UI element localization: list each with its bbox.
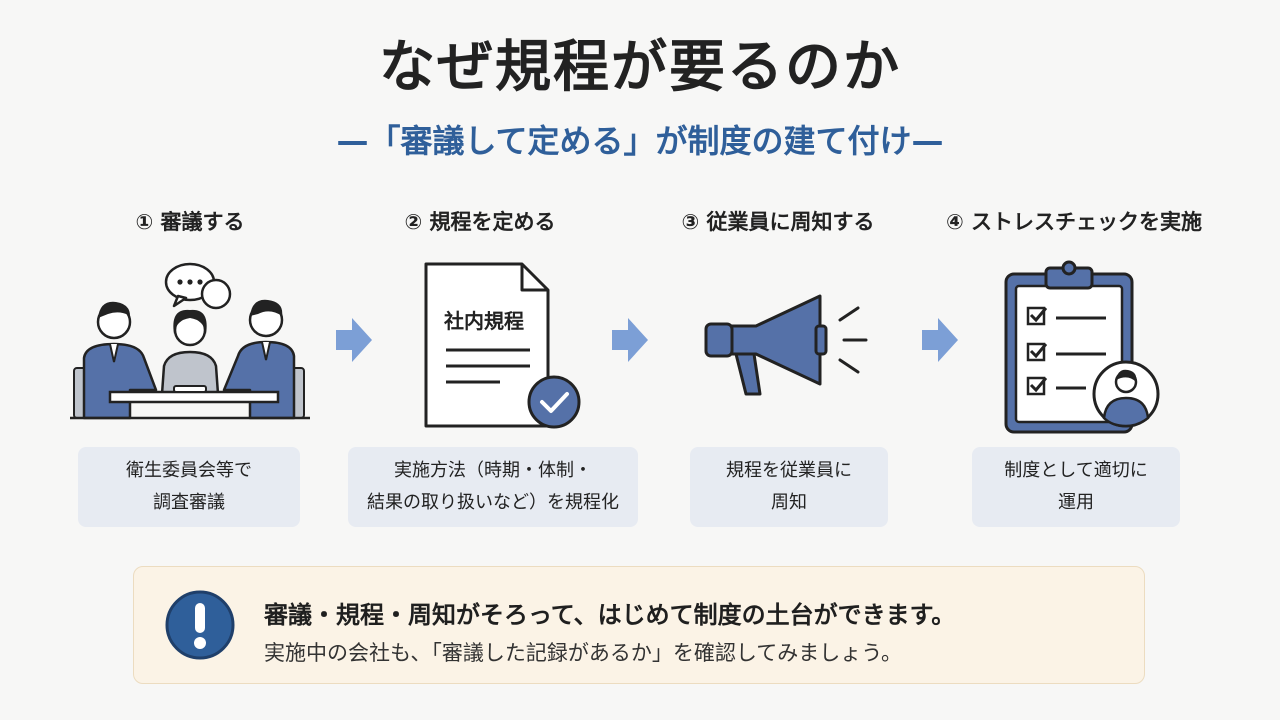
step-4-desc-line-1: 制度として適切に: [1004, 460, 1148, 481]
note-box: 審議・規程・周知がそろって、はじめて制度の土台ができます。 実施中の会社も、「審…: [133, 566, 1145, 684]
step-1-description: 衛生委員会等で 調査審議: [78, 447, 300, 527]
document-illustration: 社内規程: [424, 262, 581, 429]
note-sub-text: 実施中の会社も、「審議した記録があるか」を確認してみましょう。: [264, 641, 902, 665]
step-3-desc-line-1: 規程を従業員に: [726, 460, 852, 481]
step-2-desc-line-2: 結果の取り扱いなど）を規程化: [367, 492, 619, 513]
note-main-text: 審議・規程・周知がそろって、はじめて制度の土台ができます。: [264, 601, 956, 629]
person-avatar-icon: [1092, 360, 1160, 428]
step-2-label: ② 規程を定める: [404, 210, 556, 234]
page-title: なぜ規程が要るのか: [379, 35, 901, 100]
arrow-right-icon: [612, 318, 648, 362]
arrow-right-icon: [336, 318, 372, 362]
page-subtitle: —「審議して定める」が制度の建て付け—: [336, 122, 944, 160]
step-1-desc-line-2: 調査審議: [153, 492, 225, 513]
meeting-illustration: [70, 262, 310, 420]
step-3-label: ③ 従業員に周知する: [681, 210, 875, 234]
step-3-description: 規程を従業員に 周知: [690, 447, 888, 527]
step-3-desc-line-2: 周知: [771, 492, 807, 513]
document-title: 社内規程: [443, 309, 524, 333]
step-4-description: 制度として適切に 運用: [972, 447, 1180, 527]
step-2-desc-line-1: 実施方法（時期・体制・: [394, 460, 592, 481]
step-4-desc-line-2: 運用: [1058, 492, 1094, 513]
step-4-label: ④ ストレスチェックを実施: [945, 210, 1203, 234]
check-badge-icon: [527, 375, 581, 429]
megaphone-icon: [704, 294, 868, 396]
exclamation-icon: [165, 590, 235, 660]
speech-bubble-icon: [164, 262, 232, 310]
clipboard-checklist-icon: [1004, 260, 1160, 434]
arrow-right-icon: [922, 318, 958, 362]
step-1-label: ① 審議する: [135, 210, 245, 234]
step-1-desc-line-1: 衛生委員会等で: [126, 460, 252, 481]
step-2-description: 実施方法（時期・体制・ 結果の取り扱いなど）を規程化: [348, 447, 638, 527]
